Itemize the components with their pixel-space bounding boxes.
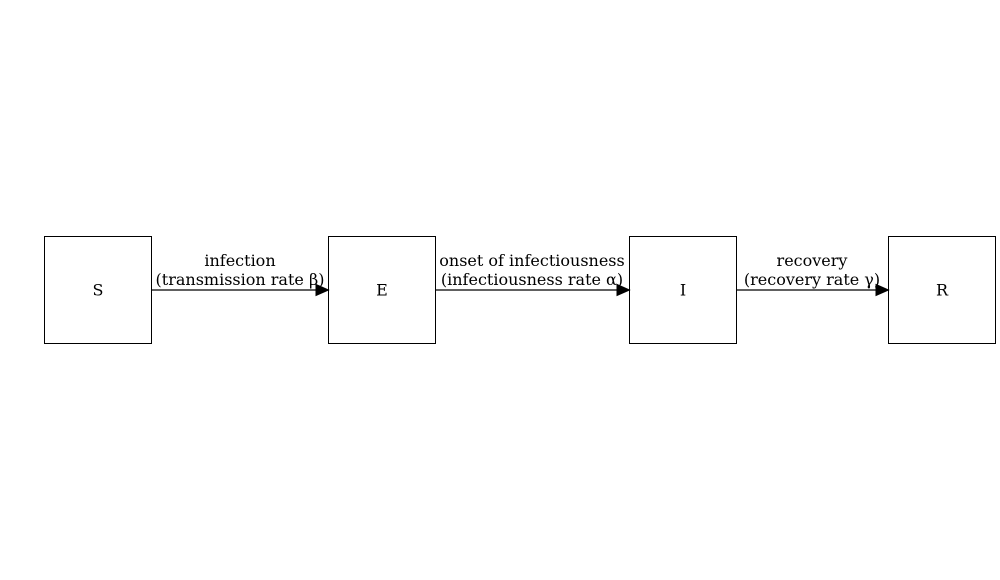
edge-e-to-i-arrowhead — [616, 283, 631, 297]
node-s-label: S — [93, 281, 104, 300]
node-i-label: I — [680, 281, 686, 300]
edge-i-to-r-label-line2: (recovery rate γ) — [744, 270, 880, 289]
node-s-box — [44, 236, 152, 344]
edge-i-to-r: recovery (recovery rate γ) — [736, 251, 890, 297]
edge-s-to-e-arrowhead — [315, 283, 330, 297]
node-s: S — [44, 236, 152, 344]
edge-e-to-i: onset of infectiousness (infectiousness … — [435, 251, 631, 297]
node-r: R — [888, 236, 996, 344]
node-i: I — [629, 236, 737, 344]
edge-e-to-i-label-line1: onset of infectiousness — [439, 251, 624, 270]
node-r-label: R — [936, 281, 949, 300]
edge-s-to-e-label-line1: infection — [204, 251, 275, 270]
edge-i-to-r-label-line1: recovery — [777, 251, 848, 270]
edge-s-to-e-label-line2: (transmission rate β) — [156, 270, 325, 289]
edge-s-to-e: infection (transmission rate β) — [151, 251, 330, 297]
node-e: E — [328, 236, 436, 344]
node-e-box — [328, 236, 436, 344]
edge-i-to-r-arrowhead — [875, 283, 890, 297]
node-r-box — [888, 236, 996, 344]
node-e-label: E — [376, 281, 388, 300]
node-i-box — [629, 236, 737, 344]
edge-e-to-i-label-line2: (infectiousness rate α) — [441, 270, 623, 289]
